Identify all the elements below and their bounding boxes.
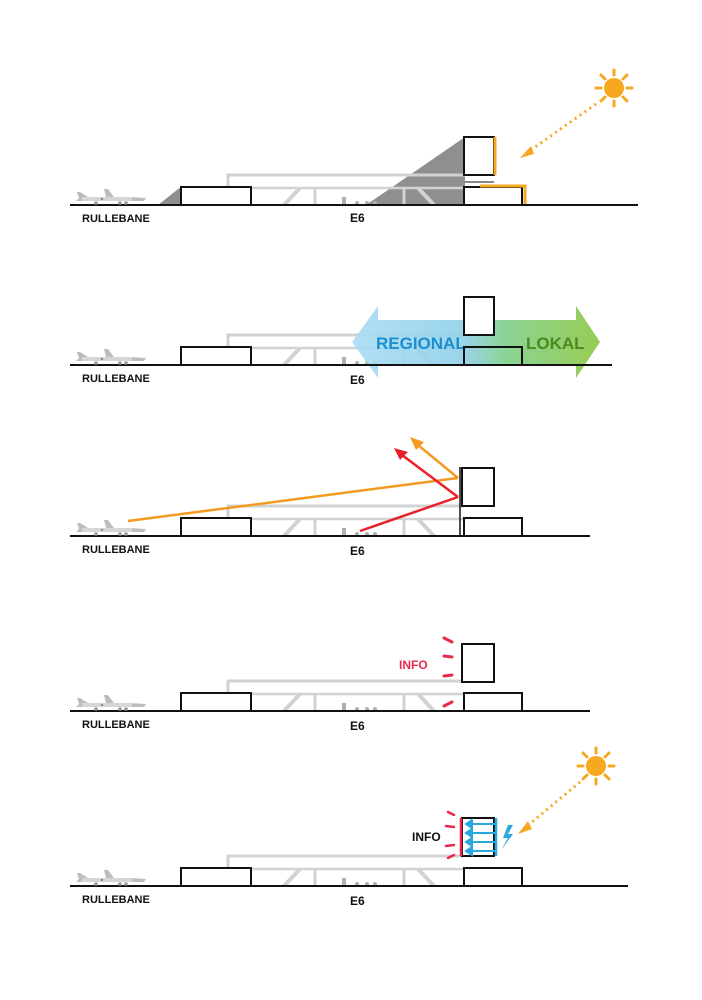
runway-label: RULLEBANE	[82, 213, 150, 225]
airplane-icon	[76, 695, 146, 711]
view-line-runway	[127, 476, 459, 523]
runway-label: RULLEBANE	[82, 373, 150, 385]
energy-flow-arrows	[464, 818, 496, 857]
upper-box	[463, 296, 495, 336]
road-label: E6	[350, 894, 365, 908]
info-label: INFO	[399, 658, 428, 672]
panel-info-energy: INFO RULLEBANE E6	[70, 746, 628, 908]
runway-label: RULLEBANE	[82, 544, 150, 556]
info-label: INFO	[412, 830, 441, 844]
regional-local-arrow	[352, 306, 600, 378]
road-label: E6	[350, 544, 365, 558]
lightning-icon	[501, 825, 513, 850]
road-label: E6	[350, 211, 365, 225]
regional-label: REGIONAL	[376, 334, 466, 353]
panel-views: RULLEBANE E6	[70, 437, 590, 558]
sun-icon	[594, 68, 634, 108]
view-line-road	[359, 495, 459, 533]
upper-box	[461, 467, 495, 507]
local-label: LOKAL	[526, 334, 585, 353]
panel-info: INFO RULLEBANE E6	[70, 636, 590, 733]
shadow-right	[366, 137, 465, 205]
panel-regional-local: REGIONAL LOKAL RULLEBANE E6	[70, 296, 612, 387]
runway-label: RULLEBANE	[82, 894, 150, 906]
upper-box	[463, 136, 495, 176]
airplane-icon	[76, 189, 146, 205]
sun-ray	[527, 102, 597, 154]
runway-label: RULLEBANE	[82, 719, 150, 731]
view-line-up-red	[401, 454, 459, 498]
airplane-icon	[76, 520, 146, 536]
airplane-icon	[76, 870, 146, 886]
sun-icon	[576, 746, 616, 786]
info-signal-icon	[444, 810, 456, 860]
panel-sun-shadow: RULLEBANE E6	[70, 68, 638, 225]
view-line-up-orange	[417, 444, 459, 479]
road-label: E6	[350, 373, 365, 387]
road-label: E6	[350, 719, 365, 733]
info-signal-icon	[442, 636, 454, 708]
sun-ray	[525, 780, 581, 829]
upper-box	[461, 643, 495, 683]
shadow-left	[158, 186, 182, 205]
airplane-icon	[76, 349, 146, 365]
